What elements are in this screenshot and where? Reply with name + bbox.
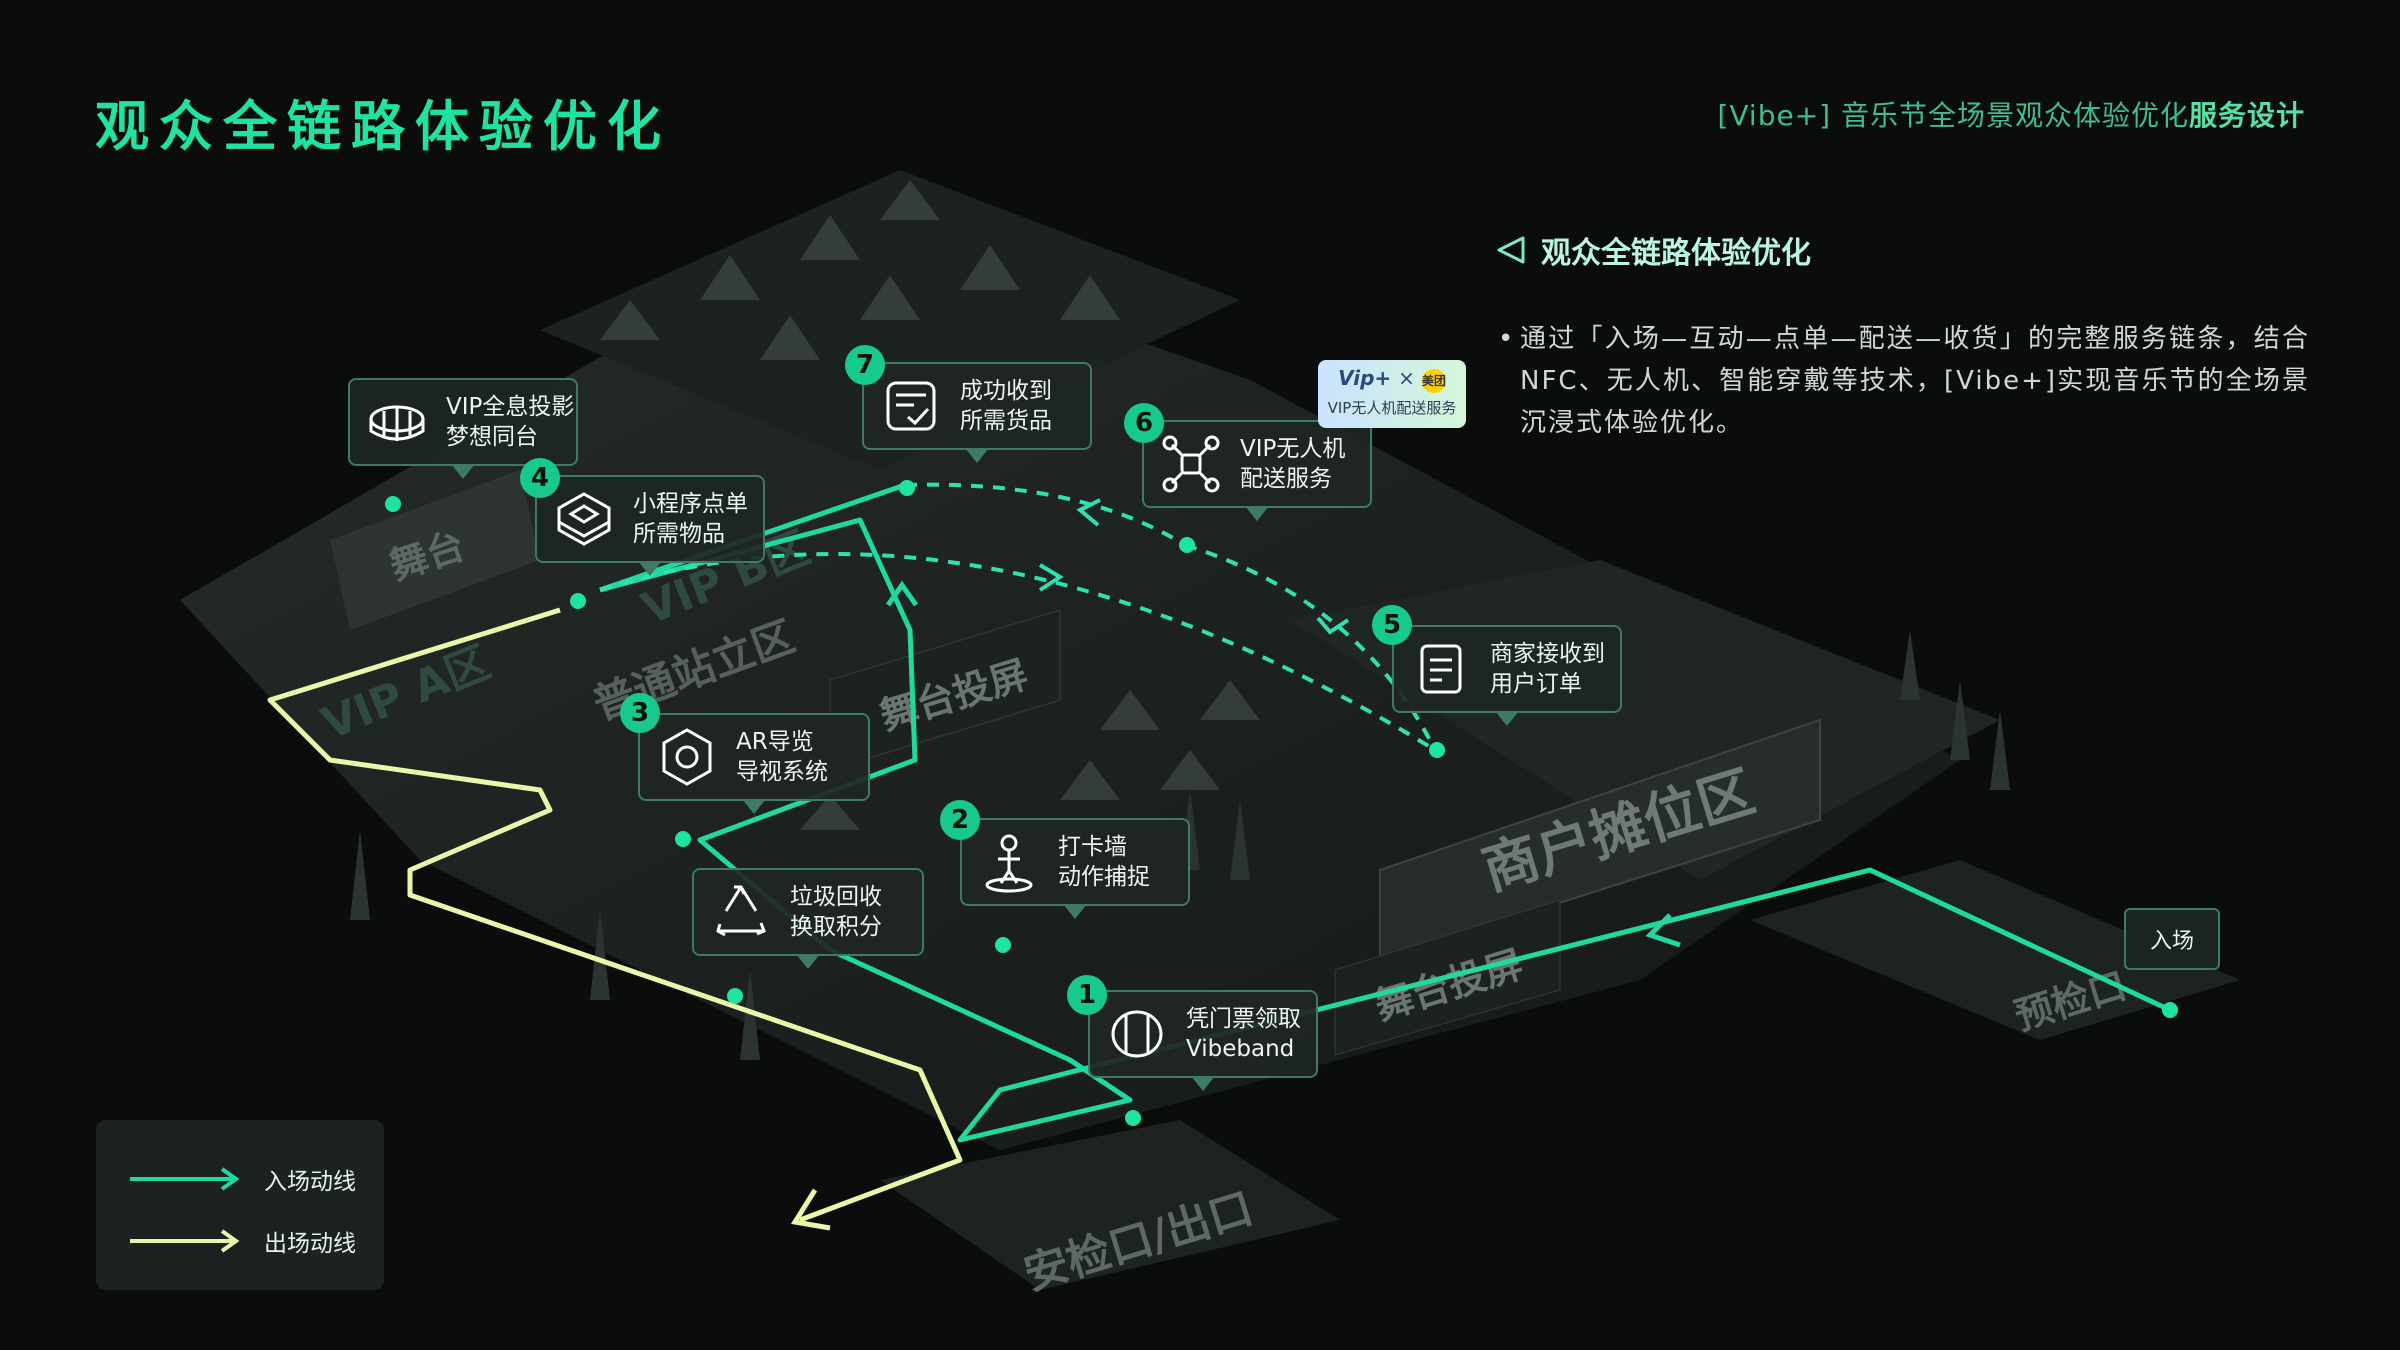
callout-step-6: VIP无人机配送服务	[1142, 420, 1372, 521]
section-title: 观众全链路体验优化	[1495, 228, 1811, 272]
order-dashed-line	[599, 552, 1437, 752]
recycle-icon	[716, 885, 766, 937]
step-3-line2: 导视系统	[736, 759, 828, 785]
trees	[350, 630, 2010, 1060]
triangle-left-icon	[1497, 236, 1525, 264]
step-7-line2: 所需货品	[960, 408, 1052, 434]
dashed-arrow-3	[1316, 616, 1350, 635]
legend-entry-label: 入场动线	[264, 1169, 356, 1195]
callout-step-1: 凭门票领取 Vibeband	[1088, 990, 1318, 1091]
callout-vip-holo-line2: 梦想同台	[446, 424, 538, 450]
callout-step-3: AR导览导视系统	[638, 713, 870, 814]
callout-step-7: 成功收到所需货品	[862, 362, 1092, 463]
entry-arrow-1	[1645, 913, 1681, 948]
step-4-line2: 所需物品	[633, 521, 725, 547]
exit-route-line	[267, 607, 963, 1223]
step-6-line1: VIP无人机	[1240, 436, 1346, 462]
entry-arrow-2	[885, 580, 919, 607]
badge-caption: VIP无人机配送服务	[1327, 399, 1457, 417]
hologram-stage-icon	[369, 405, 425, 441]
step-3-line1: AR导览	[736, 729, 814, 755]
step-6-line2: 配送服务	[1240, 466, 1332, 492]
step-2-number: 2	[940, 800, 980, 840]
callout-step-4: 小程序点单所需物品	[535, 475, 765, 576]
tents	[600, 180, 1260, 830]
step-6-number: 6	[1124, 403, 1164, 443]
callout-vip-holo-line1: VIP全息投影	[446, 394, 575, 420]
vip-meituan-badge: Vip+ × 美团 VIP无人机配送服务	[1318, 360, 1466, 428]
ar-hex-icon	[662, 728, 712, 786]
step-7-line1: 成功收到	[960, 378, 1052, 404]
exit-arrow-legend-icon	[130, 1229, 240, 1253]
order-doc-icon	[1420, 644, 1462, 694]
ground-bottom	[880, 1120, 1340, 1290]
vendor-wall	[1379, 718, 1821, 962]
legend-exit: 出场动线	[128, 1224, 356, 1258]
callout-vip-holo: VIP全息投影梦想同台	[348, 378, 578, 479]
callout-recycle-line1: 垃圾回收	[790, 884, 882, 910]
pins	[385, 480, 2178, 1126]
badge-cross: ×	[1398, 366, 1415, 390]
entry-arrow-icon	[130, 1167, 240, 1191]
legend: 入场动线 出场动线	[96, 1120, 384, 1290]
callout-recycle-line2: 换取积分	[790, 914, 882, 940]
section-title-text: 观众全链路体验优化	[1541, 236, 1811, 271]
person-pin-icon	[985, 834, 1033, 893]
cube-icon	[557, 492, 611, 546]
callout-step-2: 打卡墙动作捕捉	[960, 818, 1190, 919]
callout-recycle: 垃圾回收换取积分	[692, 868, 924, 969]
ground-entry	[1750, 860, 2240, 1040]
header-subtitle-prefix: [Vibe+] 音乐节全场景观众体验优化	[1717, 99, 2189, 132]
page-title: 观众全链路体验优化	[95, 95, 671, 158]
dashed-arrow-1	[1038, 563, 1064, 592]
step-2-line1: 打卡墙	[1058, 834, 1127, 860]
step-5-number: 5	[1372, 605, 1412, 645]
legend-entry: 入场动线	[128, 1162, 356, 1196]
entry-tag: 入场	[2124, 908, 2220, 970]
step-1-line2: Vibeband	[1186, 1036, 1295, 1062]
dashed-arrow-2	[1076, 498, 1101, 527]
badge-logo-left: Vip+	[1338, 366, 1392, 390]
section-description: 通过「入场—互动—点单—配送—收货」的完整服务链条，结合 NFC、无人机、智能穿…	[1498, 318, 2310, 444]
stage-block	[330, 470, 540, 630]
header-subtitle-bold: 服务设计	[2188, 99, 2305, 132]
received-doc-icon	[886, 381, 936, 431]
badge-logo-right: 美团	[1421, 369, 1446, 393]
header-subtitle: [Vibe+] 音乐节全场景观众体验优化服务设计	[1717, 94, 2305, 134]
step-1-line1: 凭门票领取	[1186, 1006, 1301, 1032]
step-2-line2: 动作捕捉	[1058, 864, 1150, 890]
step-7-number: 7	[845, 345, 885, 385]
step-3-number: 3	[620, 693, 660, 733]
step-1-number: 1	[1067, 975, 1107, 1015]
step-4-line1: 小程序点单	[633, 491, 748, 517]
step-5-line2: 用户订单	[1490, 671, 1582, 697]
step-4-number: 4	[520, 458, 560, 498]
band-icon	[1111, 1010, 1163, 1058]
step-5-line1: 商家接收到	[1490, 641, 1605, 667]
drone-icon	[1162, 435, 1220, 493]
callout-step-5: 商家接收到用户订单	[1392, 625, 1622, 726]
legend-exit-label: 出场动线	[264, 1231, 356, 1257]
exit-arrow-icon	[790, 1188, 831, 1231]
